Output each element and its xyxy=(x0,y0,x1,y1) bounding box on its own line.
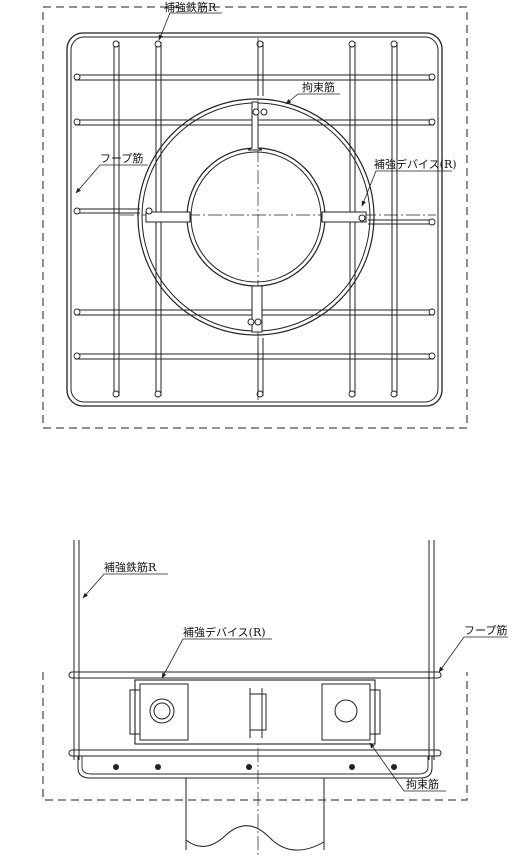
plan-view xyxy=(42,6,468,429)
elevation-label-reinforcing-bar-r: 補強鉄筋R xyxy=(104,560,157,574)
elevation-lower-hoop xyxy=(68,749,442,757)
plan-hoop-inner xyxy=(70,36,439,403)
plan-hoop-outer xyxy=(66,32,443,407)
plan-label-restraint-bar: 拘束筋 xyxy=(302,80,335,94)
plan-pipe-outer xyxy=(186,147,326,287)
elevation-label-restraint-bar: 拘束筋 xyxy=(406,777,439,791)
elevation-reinforcing-device xyxy=(129,679,381,745)
plan-restraint-ring-outer xyxy=(137,98,375,336)
elevation-upper-hoop xyxy=(68,671,442,679)
elevation-vertical-bars xyxy=(73,540,435,760)
elevation-bar-dots xyxy=(113,764,397,770)
plan-label-reinforcing-bar-r: 補強鉄筋R xyxy=(164,0,217,14)
plan-leaders xyxy=(75,12,452,207)
elevation-label-hoop-bar: フープ筋 xyxy=(464,623,507,637)
plan-bar-ends xyxy=(73,40,436,398)
elevation-restraint-bar xyxy=(77,756,433,779)
elevation-label-reinforcing-device-r: 補強デバイス(R) xyxy=(183,625,266,639)
elevation-view xyxy=(42,540,508,855)
plan-label-hoop-bar: フープ筋 xyxy=(100,151,143,165)
elevation-leaders xyxy=(82,573,508,792)
plan-pipe-inner xyxy=(190,151,322,283)
plan-reinforcing-devices xyxy=(145,101,367,333)
elevation-concrete-outline xyxy=(42,672,468,801)
plan-label-reinforcing-device-r: 補強デバイス(R) xyxy=(374,157,457,171)
plan-concrete-outline xyxy=(42,6,468,429)
